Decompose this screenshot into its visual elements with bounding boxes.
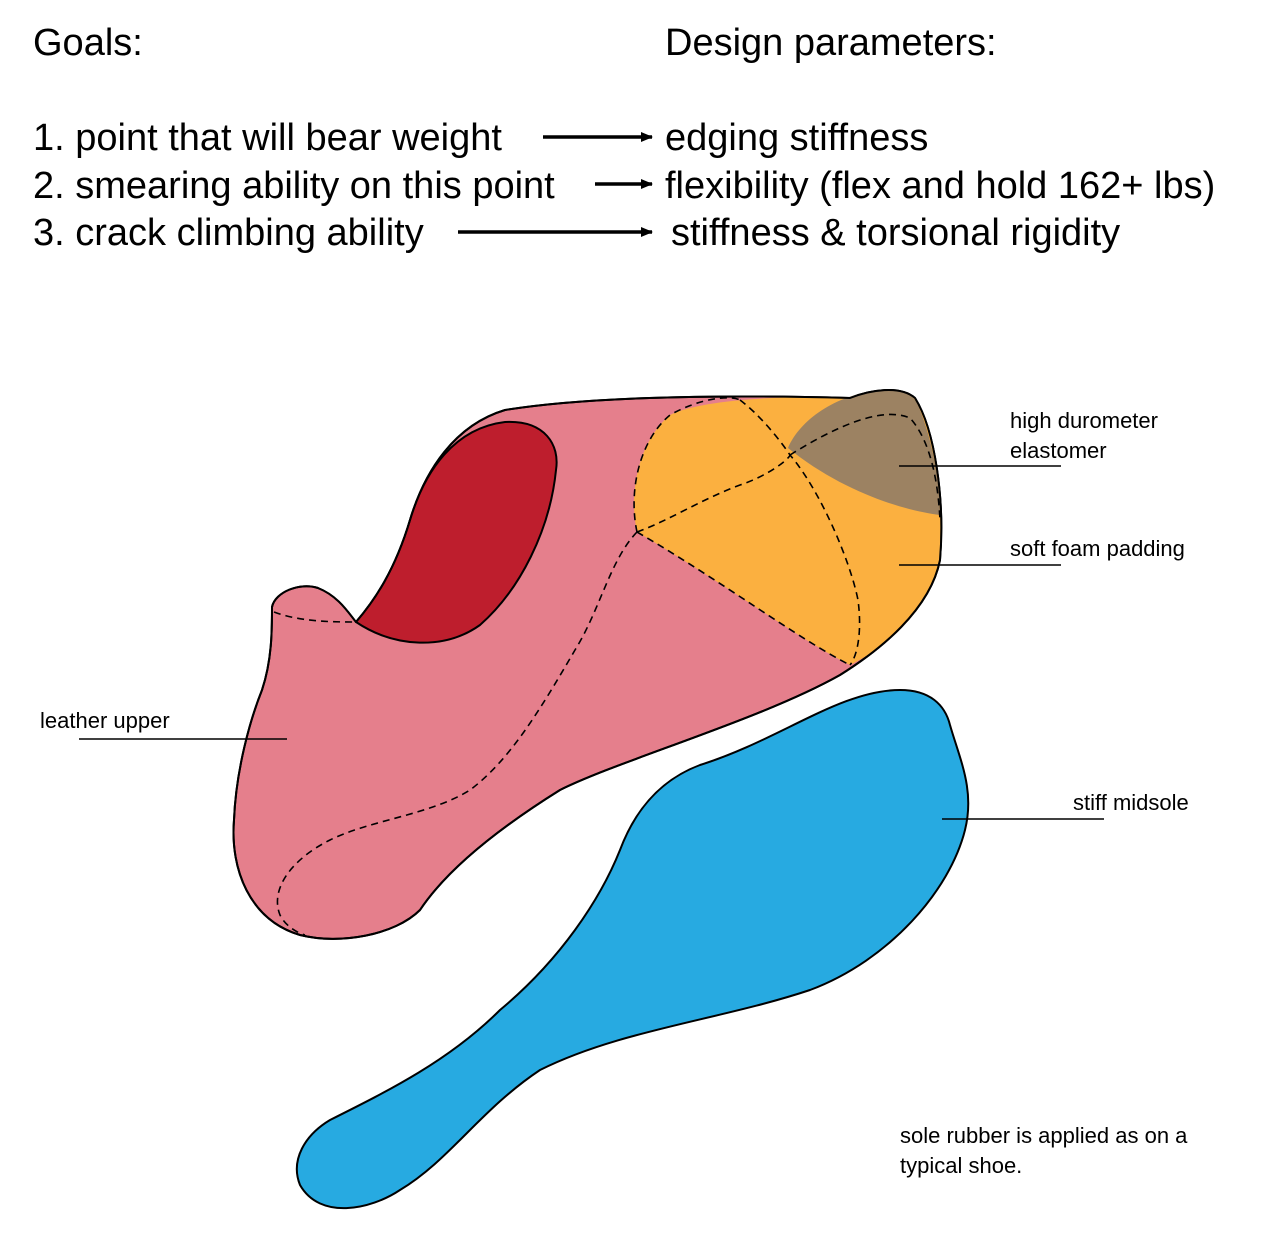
goals-title: Goals: [33, 22, 143, 64]
design-parameters-title: Design parameters: [665, 22, 997, 64]
label-upper: leather upper [40, 708, 170, 733]
label-leather-upper: leather upper [40, 708, 287, 740]
goal-2: 2. smearing ability on this point [33, 165, 555, 207]
high-durometer-elastomer-shape [788, 389, 940, 515]
label-stiff-midsole: stiff midsole [942, 790, 1189, 820]
label-elastomer-line1: high durometer [1010, 408, 1158, 433]
parameter-3: stiffness & torsional rigidity [671, 212, 1120, 254]
label-elastomer-line2: elastomer [1010, 438, 1107, 463]
label-soft-foam-padding: soft foam padding [899, 536, 1185, 566]
label-high-durometer-elastomer: high durometer elastomer [899, 408, 1158, 467]
shoe-upper [232, 389, 943, 940]
goal-3: 3. crack climbing ability [33, 212, 424, 254]
goal-1: 1. point that will bear weight [33, 117, 502, 159]
parameter-2: flexibility (flex and hold 162+ lbs) [665, 165, 1215, 207]
note-line2: typical shoe. [900, 1153, 1022, 1178]
note-sole-rubber: sole rubber is applied as on a typical s… [900, 1123, 1188, 1178]
stiff-midsole-shape [295, 689, 970, 1210]
label-midsole: stiff midsole [1073, 790, 1189, 815]
note-line1: sole rubber is applied as on a [900, 1123, 1188, 1148]
label-foam: soft foam padding [1010, 536, 1185, 561]
parameter-1: edging stiffness [665, 117, 928, 159]
